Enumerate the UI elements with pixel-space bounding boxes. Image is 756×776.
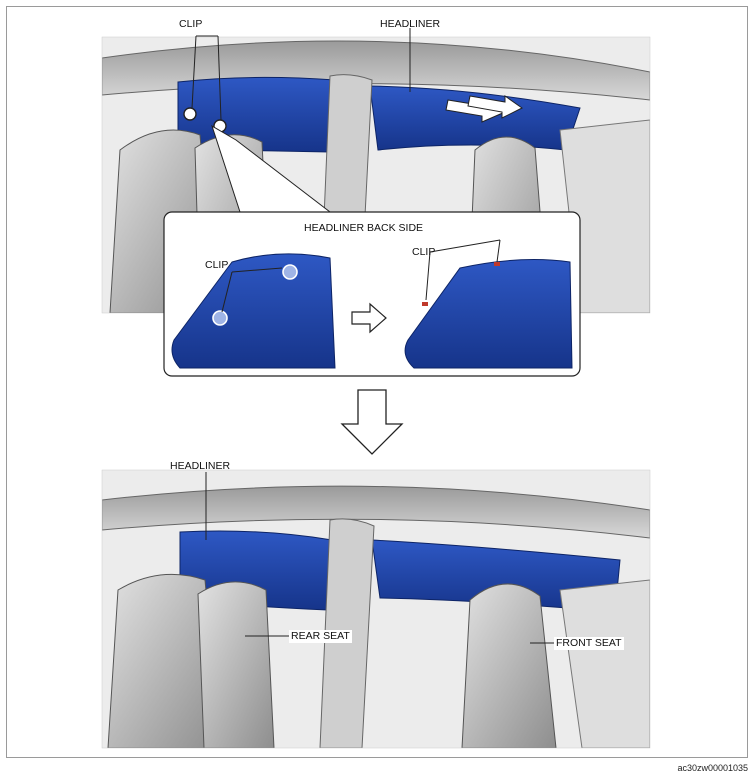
top-leader-lines [191, 28, 411, 121]
bottom-headliner-label: HEADLINER [170, 460, 231, 472]
top-clip-label: CLIP [179, 18, 203, 30]
inset-clip-right-1 [422, 302, 428, 306]
inset-headliner-right [404, 259, 573, 369]
top-headliner-label: HEADLINER [380, 18, 441, 30]
double-right-arrow-icon [445, 95, 523, 123]
inset-title: HEADLINER BACK SIDE [304, 222, 424, 234]
rear-seat-label: REAR SEAT [289, 630, 352, 643]
right-arrow-icon [351, 302, 387, 334]
inset-clip-right-label: CLIP [412, 246, 436, 258]
document-id: ac30zw00001035 [677, 763, 748, 773]
inset-clip-right-2 [494, 262, 500, 266]
inset-clip-left-2 [212, 310, 228, 326]
top-clip-1 [183, 107, 197, 121]
front-seat-label: FRONT SEAT [554, 637, 624, 650]
inset-clip-left-label: CLIP [205, 259, 229, 271]
down-arrow-icon [340, 389, 404, 455]
inset-headliner-left [171, 253, 336, 369]
inset-box [163, 211, 581, 377]
bottom-leader-lines [205, 472, 556, 644]
bottom-car-view [102, 470, 650, 748]
inset-clip-left-1 [282, 264, 298, 280]
